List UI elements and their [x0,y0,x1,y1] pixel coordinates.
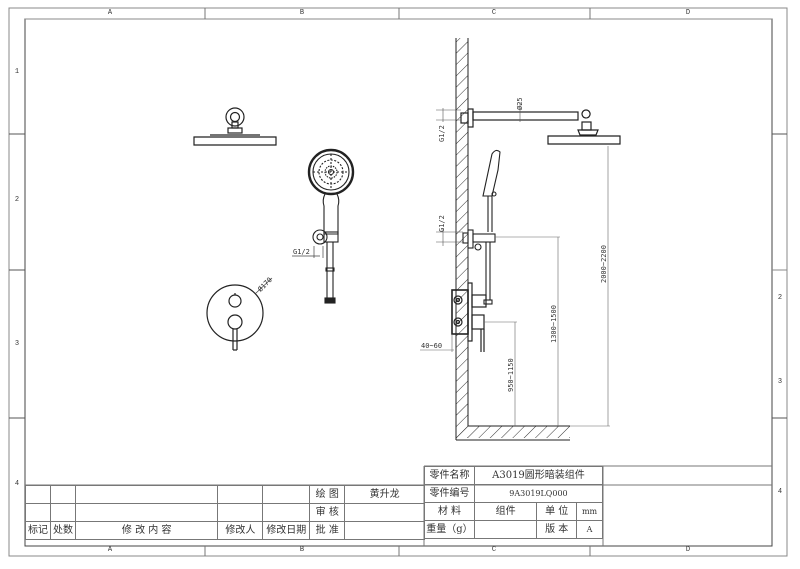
shower-arm-side-view [460,108,621,145]
valve-plate-front-view [206,284,264,351]
overhead-height-label: 2000~2200 [600,245,608,283]
overhead-shower-front-view [193,107,277,146]
hand-shower-front-view [307,148,355,304]
zone-row-3-right: 3 [777,378,783,386]
zone-col-c-top: C [491,9,497,17]
zone-col-b-top: B [299,9,305,17]
part-number-row: 零件编号 9A3019LQ000 [424,484,604,503]
revision-cell [74,503,219,522]
zone-row-4-left: 4 [14,480,20,488]
dia170-leader [254,277,273,295]
revision-row: 绘 图 黄升龙 [25,485,425,504]
sheet-border [8,7,788,557]
drawn-label: 绘 图 [309,485,346,504]
count-header: 处数 [49,521,76,540]
zone-col-c-bottom: C [491,546,497,554]
zone-row-2-left: 2 [14,196,20,204]
arm-diameter-label: Ø25 [516,97,524,110]
modifier-header: 修改人 [217,521,264,540]
arm-g12-label: G1/2 [438,125,446,142]
part-name-row: 零件名称 A3019圆形暗装组件 [424,466,604,485]
version-value: A [576,520,603,539]
modify-date-header: 修改日期 [262,521,311,540]
revision-row: 审 核 [25,503,425,522]
zone-col-a-bottom: A [107,546,113,554]
zone-col-a-top: A [107,9,113,17]
version-label: 版 本 [536,520,578,539]
approve-label: 批 准 [309,521,346,540]
material-label: 材 料 [424,502,475,521]
part-name-label: 零件名称 [424,466,475,485]
unit-value: mm [576,502,603,521]
weight-row: 重量（g） 版 本 A [424,520,603,539]
zone-row-1-left: 1 [14,68,20,76]
revision-cell [49,485,76,504]
review-label: 审 核 [309,503,346,522]
approve-value [344,521,425,540]
g12-inlet-dimension-front [292,246,324,258]
dimension-lines [420,146,610,427]
bracket-g12-label: G1/2 [438,215,446,232]
zone-col-d-bottom: D [685,546,691,554]
bracket-inlet-dimension [436,228,463,246]
material-value: 组件 [473,502,538,521]
zone-col-b-bottom: B [299,546,305,554]
material-row: 材 料 组件 单 位 mm [424,502,603,521]
mark-header: 标记 [25,521,51,540]
part-info-table: 零件名称 A3019圆形暗装组件 零件编号 9A3019LQ000 材 料 组件… [424,466,604,539]
change-content-header: 修 改 内 容 [74,521,219,540]
hand-shower-side-view [462,149,501,305]
part-name-value: A3019圆形暗装组件 [473,466,604,485]
revision-cell [49,503,76,522]
wall-depth-label: 40~60 [421,342,442,350]
unit-label: 单 位 [536,502,578,521]
revision-cell [25,503,51,522]
weight-value [473,520,538,539]
revision-cell [74,485,219,504]
revision-cell [217,503,264,522]
revision-header-row: 标记 处数 修 改 内 容 修改人 修改日期 批 准 [25,521,425,540]
review-value [344,503,425,522]
zone-col-d-top: D [685,9,691,17]
zone-row-4-right: 4 [777,488,783,496]
arm-inlet-dimension [436,108,461,122]
drawn-value: 黄升龙 [344,485,425,504]
bracket-height-label: 1300~1500 [550,305,558,343]
weight-label: 重量（g） [424,520,475,539]
revision-cell [262,485,311,504]
revision-table: 绘 图 黄升龙 审 核 标记 处数 修 改 内 容 修改人 修改日期 批 准 [25,485,425,540]
part-number-label: 零件编号 [424,484,475,503]
zone-row-3-left: 3 [14,340,20,348]
part-number-value: 9A3019LQ000 [473,484,604,503]
revision-cell [217,485,264,504]
revision-cell [25,485,51,504]
valve-height-label: 950~1150 [507,358,515,392]
revision-cell [262,503,311,522]
zone-row-2-right: 2 [777,294,783,302]
front-g12-label: G1/2 [293,248,310,256]
